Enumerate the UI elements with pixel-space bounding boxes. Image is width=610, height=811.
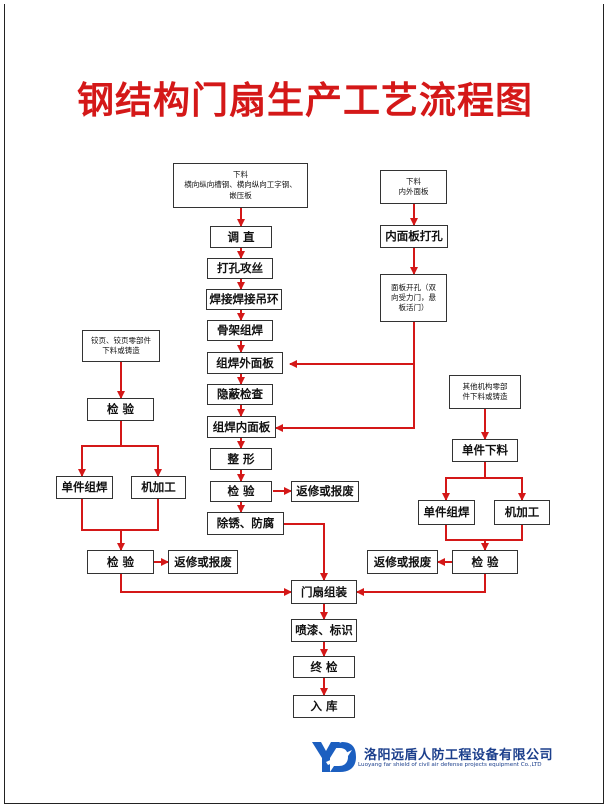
arrow [121, 499, 159, 531]
box-hinge-parts: 铰页、铰页零部件 下料或铸造 [82, 330, 160, 362]
box-frame-weld: 骨架组焊 [207, 320, 273, 341]
box-material-panel: 下料 内外面板 [380, 170, 447, 204]
box-weld-lift: 焊接焊接吊环 [206, 289, 282, 310]
box-machining-left: 机加工 [131, 476, 186, 499]
arrow [78, 421, 122, 477]
box-final-check: 终 检 [293, 656, 355, 678]
arrow [284, 523, 328, 581]
box-single-cut-right: 单件下料 [452, 439, 518, 462]
arrow [442, 462, 486, 501]
box-inspect-left1: 检 验 [87, 398, 154, 421]
box-machining-right: 机加工 [494, 500, 550, 525]
box-panel-hole: 面板开孔（双 向受力门，悬 板活门） [380, 274, 447, 322]
box-weld-inner: 组焊内面板 [207, 416, 276, 438]
arrow [356, 574, 486, 596]
arrow [445, 525, 489, 551]
arrow [275, 322, 415, 432]
box-single-weld-left: 单件组焊 [56, 476, 113, 499]
box-derust: 除锈、防腐 [207, 512, 284, 535]
box-inspect-right: 检 验 [452, 550, 518, 574]
page-title: 钢结构门扇生产工艺流程图 [77, 79, 533, 122]
box-shape: 整 形 [210, 448, 272, 470]
box-single-weld-right: 单件组焊 [418, 500, 475, 525]
box-paint-mark: 喷漆、标识 [291, 619, 357, 642]
box-material-main: 下料 横向纵向槽钢、横向纵向工字钢、 嵌压板 [173, 163, 308, 208]
company-name-cn: 洛阳远盾人防工程设备有限公司 [364, 748, 554, 763]
box-door-assembly: 门扇组装 [291, 580, 357, 604]
arrow [485, 477, 526, 501]
box-other-parts: 其他机构零部 件下料或铸造 [449, 375, 521, 409]
box-inspect-center: 检 验 [210, 481, 272, 502]
arrow [120, 574, 292, 596]
box-tap: 打孔攻丝 [207, 258, 273, 279]
box-hidden-check: 隐蔽检查 [207, 384, 273, 405]
page-border [4, 4, 604, 804]
company-name-en: Luoyang far shield of civil air defense … [358, 762, 542, 768]
arrow [81, 499, 125, 551]
box-inner-drill: 内面板打孔 [380, 225, 448, 248]
arrow [485, 525, 523, 541]
box-rework-left: 返修或报废 [168, 550, 238, 574]
box-inspect-left2: 检 验 [87, 550, 154, 574]
box-warehouse: 入 库 [293, 695, 355, 718]
box-rework-center: 返修或报废 [291, 481, 359, 502]
box-rework-right: 返修或报废 [367, 550, 438, 574]
arrow [121, 445, 162, 477]
company-logo [312, 742, 356, 772]
box-tune: 调 直 [210, 226, 272, 248]
box-weld-outer: 组焊外面板 [207, 352, 283, 374]
